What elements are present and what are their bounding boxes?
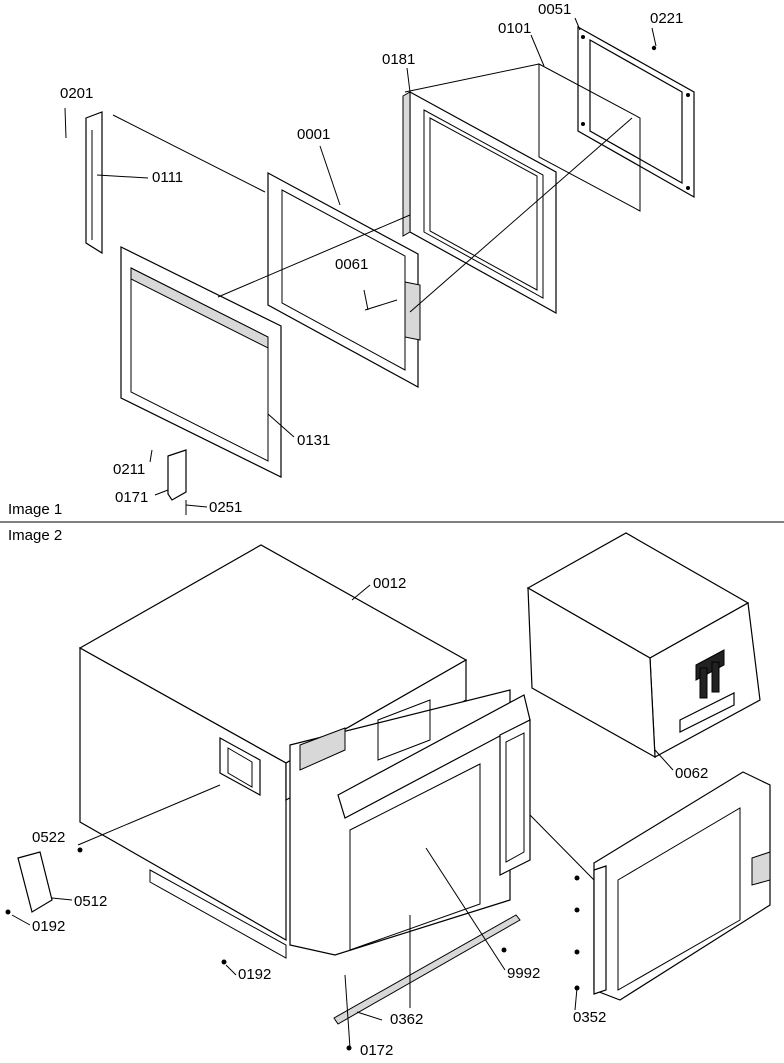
callout-0352: 0352: [573, 1009, 606, 1026]
panel-2-leader-lines: [11, 584, 674, 1049]
callout-0512: 0512: [74, 893, 107, 910]
panel-1-title: Image 1: [8, 501, 62, 518]
callout-0131: 0131: [297, 432, 330, 449]
screws: [5, 847, 580, 1051]
oven-body: [289, 689, 531, 956]
part-0171-handle: [167, 449, 187, 501]
part-0131-front: [120, 246, 282, 478]
callout-0101: 0101: [498, 20, 531, 37]
callout-0522: 0522: [32, 829, 65, 846]
part-0051-gasket: [577, 25, 695, 199]
callout-0192-bottom: 0192: [238, 966, 271, 983]
callout-0061: 0061: [335, 256, 368, 273]
part-0111-hinge-strip: [85, 111, 103, 255]
part-0362-trim: [333, 914, 521, 1025]
callout-0362: 0362: [390, 1011, 423, 1028]
callout-0171: 0171: [115, 489, 148, 506]
panel-1-leader-lines: [64, 17, 657, 515]
callout-0192-left: 0192: [32, 918, 65, 935]
callout-0221: 0221: [650, 10, 683, 27]
callout-0062: 0062: [675, 765, 708, 782]
callout-0051: 0051: [538, 1, 571, 18]
part-0512-cover: [17, 851, 53, 913]
part-0181-frame: [402, 90, 557, 315]
panel-2-title: Image 2: [8, 527, 62, 544]
panel-1-drawing: 0201 0111 0181 0101 0051 0221 0001 0061 …: [8, 1, 695, 518]
side-module: [526, 532, 761, 759]
callout-0172: 0172: [360, 1042, 393, 1059]
callout-0001: 0001: [297, 126, 330, 143]
callout-0181: 0181: [382, 51, 415, 68]
part-0001-door: [267, 171, 421, 389]
callout-0111: 0111: [152, 169, 183, 186]
callout-0012: 0012: [373, 575, 406, 592]
callout-0211: 0211: [113, 461, 145, 478]
door-assembly: [593, 771, 771, 1001]
part-0101-glass: [538, 63, 641, 212]
callout-9992: 9992: [507, 965, 540, 982]
callout-0201: 0201: [60, 85, 93, 102]
callout-0251: 0251: [209, 499, 242, 516]
panel-2-drawing: 0012 0062 0522 0512 0192 0192 9992 0362 …: [5, 527, 771, 1059]
